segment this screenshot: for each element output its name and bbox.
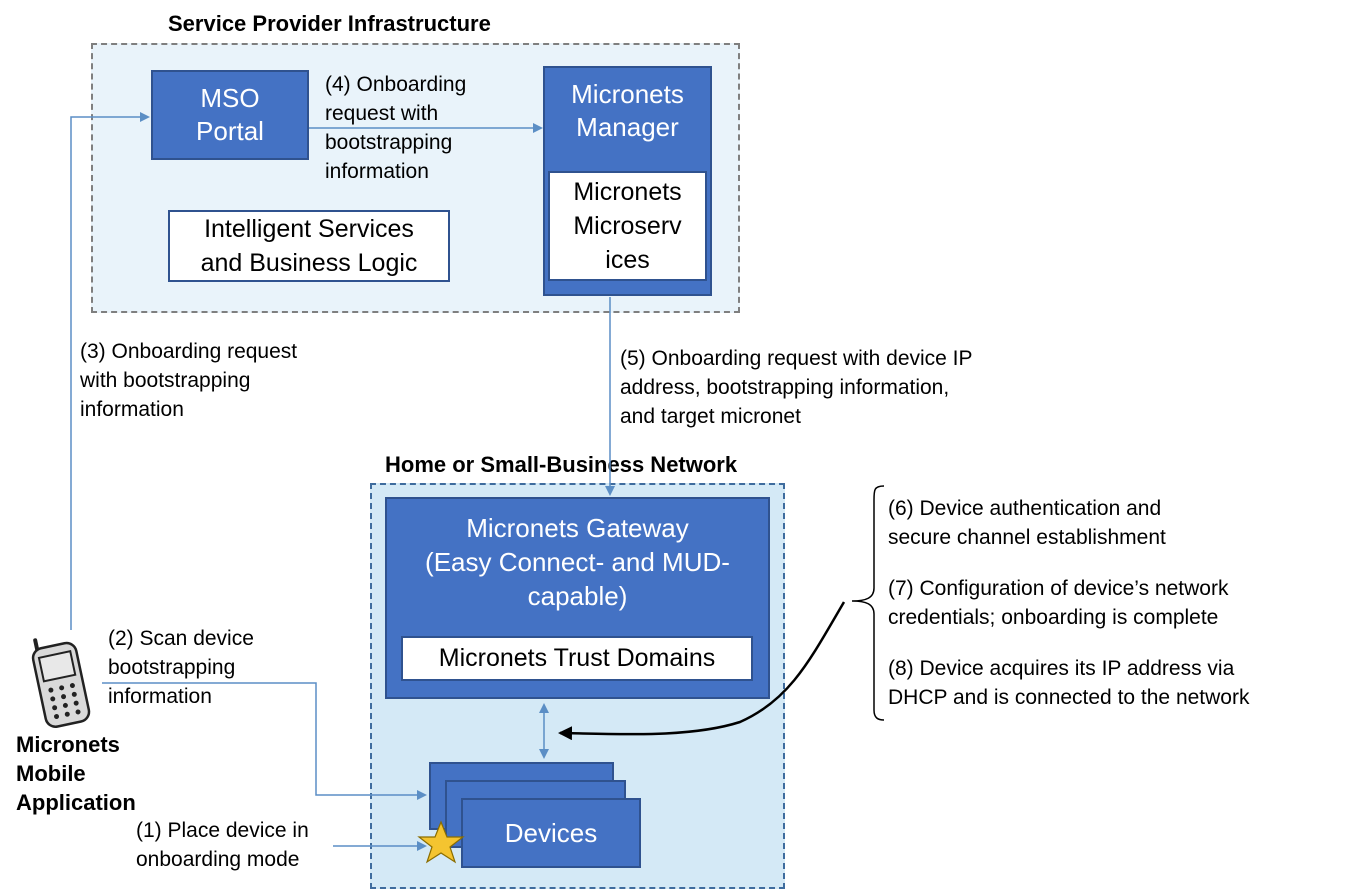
step-4-label: (4) Onboarding request with bootstrappin… [325, 73, 467, 183]
mobile-phone-icon [31, 638, 91, 728]
mso-portal-box: MSO Portal [151, 70, 309, 160]
home-network-title: Home or Small-Business Network [385, 452, 738, 477]
star-icon [417, 820, 465, 864]
micronets-microservices-label: Micronets Microserv ices [573, 178, 682, 274]
service-provider-title: Service Provider Infrastructure [168, 11, 491, 36]
devices-box: Devices [461, 798, 641, 868]
step-3-connector [70, 112, 150, 630]
step-6-label: (6) Device authentication and secure cha… [888, 497, 1166, 549]
step-2-connector [102, 682, 427, 800]
micronets-manager-label: Micronets Manager [571, 79, 684, 142]
step-5-label: (5) Onboarding request with device IP ad… [620, 347, 973, 428]
step-1-label: (1) Place device in onboarding mode [136, 819, 309, 871]
trust-domains-label: Micronets Trust Domains [438, 644, 716, 672]
micronets-microservices-box: Micronets Microserv ices [548, 171, 707, 281]
step-2-label: (2) Scan device bootstrapping informatio… [108, 627, 254, 708]
devices-label: Devices [504, 817, 598, 848]
intelligent-services-label: Intelligent Services and Business Logic [200, 215, 418, 277]
mso-portal-label: MSO Portal [196, 83, 264, 146]
trust-domains-box: Micronets Trust Domains [401, 636, 753, 681]
steps-bracket [851, 485, 885, 721]
mobile-app-label: Micronets Mobile Application [16, 732, 136, 815]
intelligent-services-box: Intelligent Services and Business Logic [168, 210, 450, 282]
step-3-label: (3) Onboarding request with bootstrappin… [80, 340, 298, 421]
micronets-gateway-label: Micronets Gateway (Easy Connect- and MUD… [425, 513, 730, 611]
step-7-label: (7) Configuration of device’s network cr… [888, 577, 1229, 629]
step-8-label: (8) Device acquires its IP address via D… [888, 657, 1250, 709]
steps-curve-arrow [558, 601, 846, 741]
